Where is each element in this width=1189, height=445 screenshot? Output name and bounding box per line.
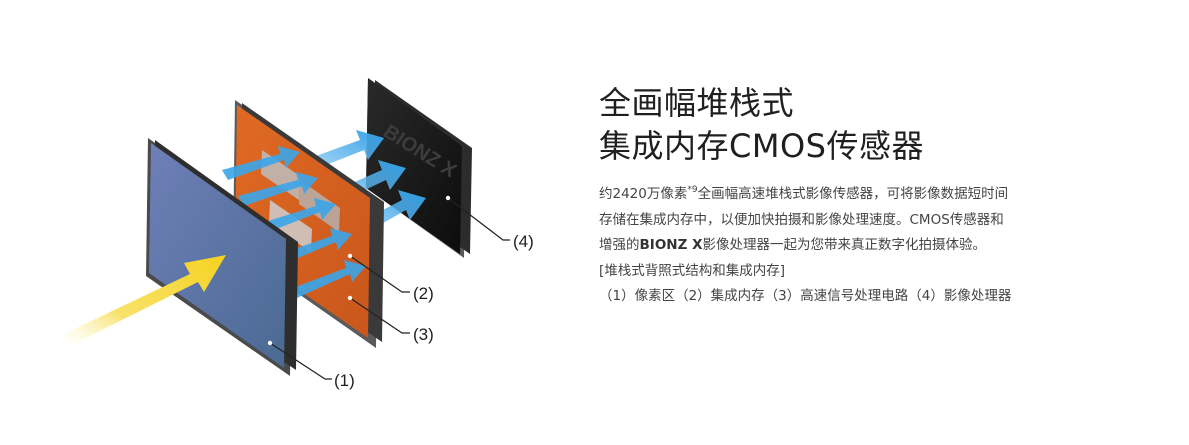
- callout-label-2: (2): [413, 284, 434, 303]
- sensor-diagram: BIONZ X: [64, 78, 534, 390]
- page-title: 全画幅堆栈式 集成内存CMOS传感器: [599, 82, 1179, 168]
- footnote-ref: *9: [687, 185, 698, 195]
- desc-line-4: [堆栈式背照式结构和集成内存]: [599, 262, 786, 279]
- callout-lines: [269, 197, 510, 380]
- text-panel: 全画幅堆栈式 集成内存CMOS传感器 约2420万像素*9全画幅高速堆栈式影像传…: [599, 82, 1179, 310]
- callout-label-1: (1): [334, 371, 355, 390]
- desc-text: 全画幅高速堆栈式影像传感器，可将影像数据短时间: [697, 186, 1009, 202]
- desc-line-3: 增强的BIONZ X影像处理器一起为您带来真正数字化拍摄体验。: [599, 233, 1179, 259]
- bionz-x-name: BIONZ X: [639, 237, 703, 253]
- processor-layer: BIONZ X: [366, 78, 472, 258]
- desc-text: 增强的: [599, 237, 640, 253]
- light-arrow: [64, 255, 226, 346]
- desc-text: 影像处理器一起为您带来真正数字化拍摄体验。: [702, 237, 987, 253]
- callout-dots: [267, 195, 451, 346]
- title-line-2: 集成内存CMOS传感器: [599, 127, 924, 165]
- title-line-1: 全画幅堆栈式: [599, 84, 795, 122]
- callout-label-3: (3): [413, 325, 434, 344]
- description: 约2420万像素*9全画幅高速堆栈式影像传感器，可将影像数据短时间 存储在集成内…: [599, 182, 1179, 310]
- desc-line-1: 约2420万像素*9全画幅高速堆栈式影像传感器，可将影像数据短时间: [599, 182, 1179, 208]
- desc-text: 约2420万像素: [599, 186, 688, 202]
- desc-line-2: 存储在集成内存中，以便加快拍摄和影像处理速度。CMOS传感器和: [599, 211, 1004, 228]
- callout-label-4: (4): [513, 232, 534, 251]
- desc-line-5: （1）像素区（2）集成内存（3）高速信号处理电路（4）影像处理器: [599, 288, 1012, 304]
